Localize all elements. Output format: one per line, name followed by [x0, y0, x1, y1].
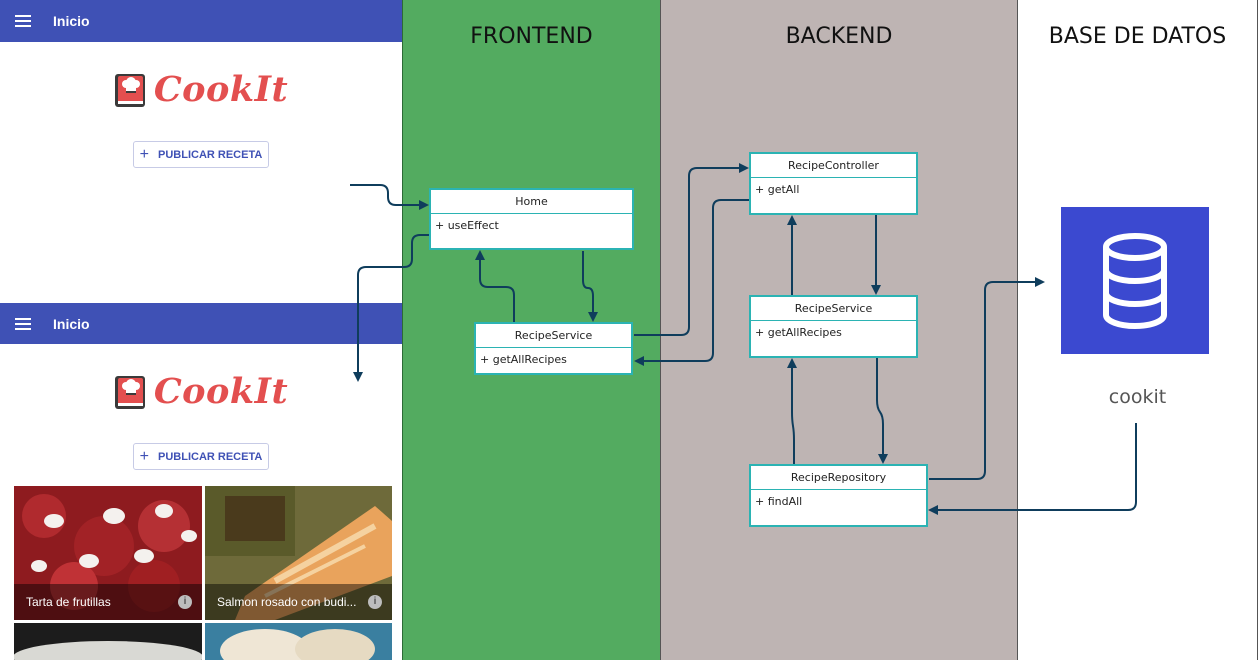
recipe-title: Tarta de frutillas	[26, 595, 111, 609]
publish-recipe-button[interactable]: + PUBLICAR RECETA	[133, 141, 269, 168]
uml-class-name: RecipeService	[751, 297, 916, 321]
uml-class-name: RecipeController	[751, 154, 916, 178]
info-icon[interactable]: i	[178, 595, 192, 609]
app-bar: Inicio	[0, 303, 402, 344]
uml-class-home: Home + useEffect	[429, 188, 634, 250]
uml-method: + useEffect	[435, 219, 499, 232]
recipe-card[interactable]	[14, 623, 202, 660]
database-column: BASE DE DATOS	[1017, 0, 1258, 660]
uml-class-recipe-controller: RecipeController + getAll	[749, 152, 918, 215]
database-icon	[1103, 233, 1167, 329]
logo-text: CookIt	[153, 68, 289, 110]
publish-recipe-label: PUBLICAR RECETA	[158, 148, 263, 161]
frontend-header: FRONTEND	[470, 24, 593, 49]
plus-icon: +	[139, 447, 150, 465]
logo-text: CookIt	[153, 370, 289, 412]
info-icon[interactable]: i	[368, 595, 382, 609]
recipe-card[interactable]	[205, 623, 392, 660]
app-bar: Inicio	[0, 0, 402, 42]
database-name: cookit	[1108, 386, 1167, 408]
uml-method: + getAllRecipes	[480, 353, 567, 366]
uml-class-name: Home	[431, 190, 632, 214]
recipe-title-bar: Salmon rosado con budi... i	[205, 584, 392, 620]
cookit-logo: CookIt	[0, 369, 402, 413]
recipe-image	[205, 623, 392, 660]
backend-header: BACKEND	[785, 24, 893, 49]
uml-class-name: RecipeService	[476, 324, 631, 348]
menu-icon[interactable]	[15, 317, 31, 330]
recipe-title: Salmon rosado con budi...	[217, 595, 357, 609]
uml-class-frontend-recipe-service: RecipeService + getAllRecipes	[474, 322, 633, 375]
cookbook-icon	[114, 74, 145, 107]
recipe-title-bar: Tarta de frutillas i	[14, 584, 202, 620]
publish-recipe-button[interactable]: + PUBLICAR RECETA	[133, 443, 269, 470]
uml-method: + getAllRecipes	[755, 326, 842, 339]
app-screenshot-home-empty: Inicio CookIt + PUBLICAR RECETA	[0, 0, 402, 303]
database-tile	[1061, 207, 1209, 354]
cookit-logo: CookIt	[0, 67, 402, 111]
database-header: BASE DE DATOS	[1048, 24, 1227, 49]
recipe-image	[205, 486, 392, 620]
menu-icon[interactable]	[15, 15, 31, 27]
app-bar-title: Inicio	[53, 13, 90, 29]
recipe-card[interactable]: Tarta de frutillas i	[14, 486, 202, 620]
plus-icon: +	[139, 145, 150, 163]
uml-class-backend-recipe-service: RecipeService + getAllRecipes	[749, 295, 918, 358]
uml-class-name: RecipeRepository	[751, 466, 926, 490]
uml-method: + getAll	[755, 183, 800, 196]
app-bar-title: Inicio	[53, 315, 90, 332]
uml-class-recipe-repository: RecipeRepository + findAll	[749, 464, 928, 527]
uml-method: + findAll	[755, 495, 803, 508]
recipe-image	[14, 486, 202, 620]
recipe-image	[14, 623, 202, 660]
app-screenshot-home-recipes: Inicio CookIt + PUBLICAR RECETA	[0, 303, 402, 660]
cookbook-icon	[114, 376, 145, 409]
publish-recipe-label: PUBLICAR RECETA	[158, 450, 263, 463]
recipe-card[interactable]: Salmon rosado con budi... i	[205, 486, 392, 620]
